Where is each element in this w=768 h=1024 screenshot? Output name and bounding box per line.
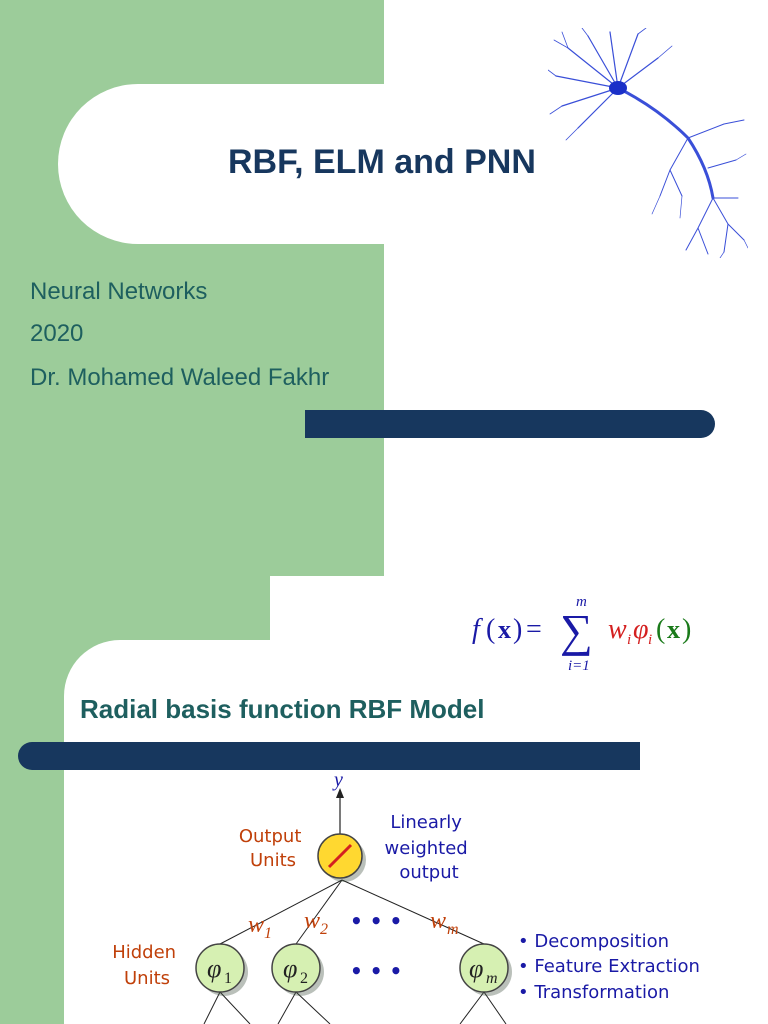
output-arrow-head [336,788,344,798]
input-line [459,991,485,1024]
title-banner [58,84,768,244]
hidden-node-subscript: 2 [300,970,308,987]
bullet-feature-extraction: • Feature Extraction [518,956,700,977]
connection-line [341,879,485,945]
connection-line [295,879,343,945]
hidden-node-subscript: 1 [224,970,232,987]
slide-title: Radial basis function RBF Model [80,694,485,724]
formula-close-paren: ) [513,614,522,645]
formula-w: w [608,614,627,645]
linearly-weighted-label: Linearly weighted output [385,812,474,883]
hidden-ellipsis: • • • [350,959,402,983]
formula-equals: = [526,614,542,645]
formula-lower-limit: i=1 [568,658,590,674]
title-slide: RBF, ELM and PNN Neural Networks 2020 Dr… [0,0,768,576]
decorative-bar [305,410,715,438]
formula-close-paren-2: ) [682,614,691,645]
hidden-node-subscript: m [486,970,498,987]
hidden-node-phi: φ [283,954,297,983]
formula-upper-limit: m [576,594,587,610]
rbf-model-slide: f ( x ) = ∑ m i=1 w i φ i ( x ) Radial b… [0,576,768,1024]
input-line [219,991,251,1024]
hidden-node [271,943,321,993]
formula-open-paren: ( [486,614,495,645]
input-line [203,991,221,1024]
weight-subscript: 2 [320,921,328,938]
decorative-bar [18,742,640,770]
connection-line [219,879,343,945]
rbf-formula: f ( x ) = ∑ m i=1 w i φ i ( x ) [472,594,691,674]
neuron-image [548,28,748,258]
hidden-node-phi: φ [207,954,221,983]
formula-open-paren-2: ( [656,614,665,645]
bullet-transformation: • Transformation [518,982,669,1003]
bullet-decomposition: • Decomposition [518,931,669,952]
linear-activation-icon [327,843,353,869]
weight-subscript: m [447,921,459,938]
weight-label: w [248,912,264,938]
output-variable: y [332,772,343,791]
hidden-units-label: Hidden Units [112,942,182,989]
weight-label: w [304,908,320,934]
content-panel [64,640,768,1024]
formula-sigma: ∑ [560,605,593,656]
hidden-node-1: φ 1 [195,943,248,996]
subtitle-course: Neural Networks [30,278,208,305]
hidden-node-2: φ 2 [271,943,324,996]
subtitle-year: 2020 [30,320,84,347]
formula-f: f [472,614,483,645]
weight-label: w [430,908,446,934]
weights-ellipsis: • • • [350,909,402,933]
hidden-node-m: φ m [459,943,512,996]
hidden-node-phi: φ [469,954,483,983]
slide-title: RBF, ELM and PNN [228,143,536,181]
input-line [483,991,507,1024]
formula-phi-sub: i [648,632,652,648]
formula-phi: φ [633,614,649,645]
rbf-network-diagram: y Output Units Linearly weighted output [112,772,700,1024]
input-line [277,991,297,1024]
formula-x-2: x [667,615,680,644]
formula-x: x [498,615,511,644]
subtitle-author: Dr. Mohamed Waleed Fakhr [30,364,330,391]
input-line [295,991,331,1024]
hidden-node [195,943,245,993]
formula-w-sub: i [627,632,631,648]
hidden-node [459,943,509,993]
output-units-label: Output Units [239,826,307,871]
weight-subscript: 1 [264,925,272,942]
